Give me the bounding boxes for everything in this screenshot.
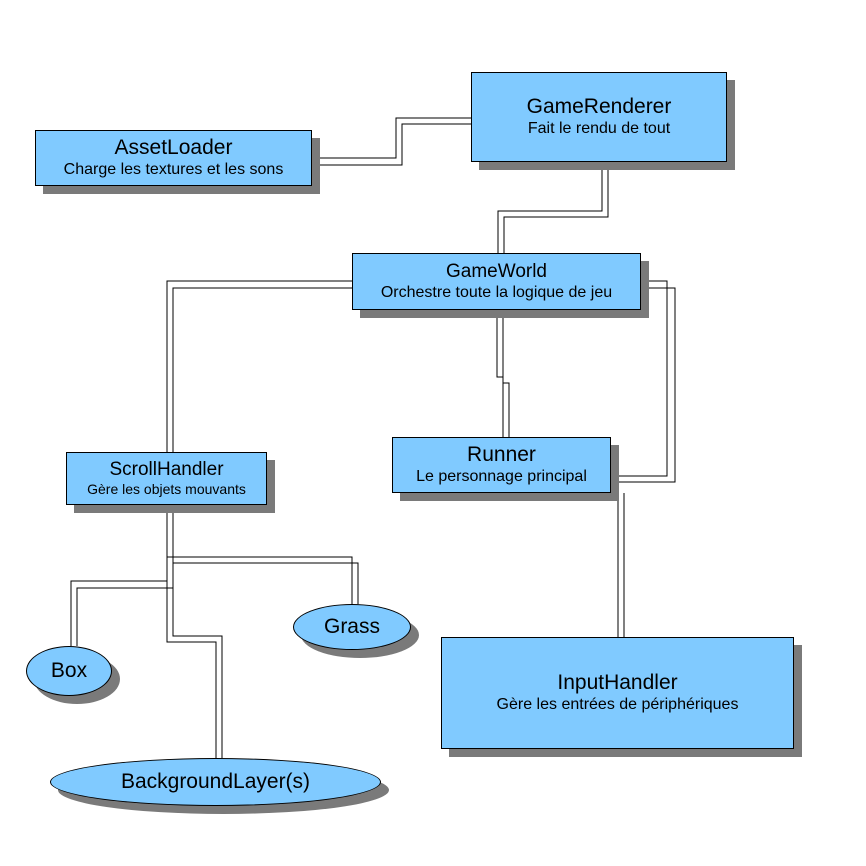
- inputhandler-box[interactable]: InputHandler Gère les entrées de périphé…: [441, 637, 794, 749]
- box-ellipse[interactable]: Box: [26, 646, 112, 696]
- edge-scrollhandler-grass: [166, 505, 353, 604]
- edge-gameworld-inputhandler-2: [611, 287, 676, 483]
- edge-gameworld-runner: [496, 310, 504, 437]
- edge-gameworld-scrollhandler: [166, 280, 353, 452]
- inputhandler-title: InputHandler: [557, 671, 678, 695]
- edge-scrollhandler-grass-2: [172, 505, 359, 604]
- box-title: Box: [50, 658, 88, 682]
- edge-gameworld-inputhandler: [611, 280, 668, 477]
- edge-gameworld-scrollhandler-2: [172, 287, 353, 452]
- edge-gamerenderer-gameworld-2: [503, 162, 609, 253]
- backgroundlayers-title: BackgroundLayer(s): [120, 769, 311, 793]
- assetloader-title: AssetLoader: [114, 136, 233, 160]
- grass-ellipse[interactable]: Grass: [293, 604, 411, 650]
- gamerenderer-box[interactable]: GameRenderer Fait le rendu de tout: [471, 72, 727, 162]
- assetloader-box[interactable]: AssetLoader Charge les textures et les s…: [35, 130, 312, 186]
- scrollhandler-subtitle: Gère les objets mouvants: [87, 481, 246, 498]
- edge-scrollhandler-box: [70, 557, 168, 646]
- edge-scrollhandler-backgroundlayers-2: [172, 588, 223, 758]
- runner-box[interactable]: Runner Le personnage principal: [392, 437, 611, 493]
- inputhandler-subtitle: Gère les entrées de périphériques: [496, 696, 739, 714]
- edge-gamerenderer-assetloader-2: [320, 123, 471, 166]
- edge-scrollhandler-box-2: [76, 563, 174, 646]
- scrollhandler-box[interactable]: ScrollHandler Gère les objets mouvants: [66, 452, 267, 505]
- assetloader-subtitle: Charge les textures et les sons: [63, 161, 284, 179]
- gameworld-box[interactable]: GameWorld Orchestre toute la logique de …: [352, 253, 641, 310]
- edge-scrollhandler-backgroundlayers: [166, 581, 217, 758]
- gameworld-title: GameWorld: [445, 260, 547, 282]
- gamerenderer-subtitle: Fait le rendu de tout: [527, 120, 671, 138]
- gameworld-subtitle: Orchestre toute la logique de jeu: [380, 283, 613, 301]
- scrollhandler-title: ScrollHandler: [109, 459, 224, 481]
- backgroundlayers-ellipse[interactable]: BackgroundLayer(s): [50, 758, 381, 806]
- gamerenderer-title: GameRenderer: [526, 95, 672, 119]
- edge-gamerenderer-gameworld: [497, 162, 603, 253]
- edge-gameworld-runner-2: [502, 310, 510, 437]
- runner-subtitle: Le personnage principal: [416, 468, 587, 486]
- grass-title: Grass: [323, 614, 380, 638]
- edge-gamerenderer-assetloader: [320, 117, 471, 159]
- runner-title: Runner: [467, 443, 536, 467]
